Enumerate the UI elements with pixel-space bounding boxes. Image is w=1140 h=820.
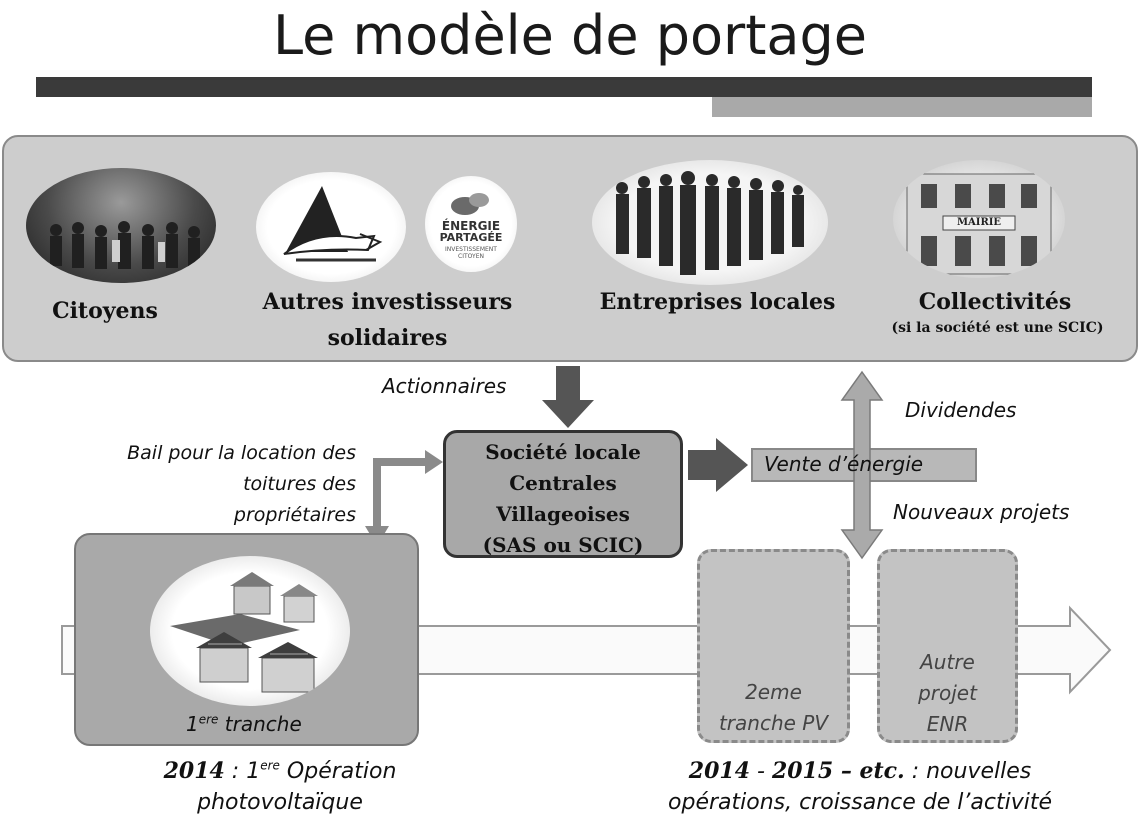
label-bail-1: Bail pour la location des: [127, 442, 356, 464]
caption-left-text: Opération: [279, 759, 397, 784]
citoyens-photo: [26, 168, 216, 283]
caption-right-y1: 2014: [688, 758, 750, 784]
autre-line2: projet: [918, 681, 977, 705]
logo-line3: INVESTISSEMENT: [445, 246, 497, 253]
tranche2-line2: tranche PV: [718, 711, 829, 735]
actionnaires-arrow: [542, 366, 594, 428]
tranche1-sup: ere: [198, 712, 219, 727]
societe-line2: Centrales: [509, 471, 617, 495]
autre-line1: Autre: [920, 650, 975, 674]
village-houses-image: [150, 556, 350, 706]
label-collectivites-note: (si la société est une SCIC): [891, 320, 1104, 336]
bail-arrow-head-right: [425, 450, 443, 474]
label-nouveaux-projets: Nouveaux projets: [893, 500, 1070, 524]
label-vente: Vente d’énergie: [764, 452, 924, 476]
societe-locale-box: Société locale Centrales Villageoises (S…: [443, 430, 683, 558]
page-title: Le modèle de portage: [273, 4, 867, 67]
autre-line3: ENR: [926, 712, 969, 736]
entreprises-photo: [592, 160, 828, 285]
societe-line4: (SAS ou SCIC): [482, 533, 644, 557]
label-investisseurs-1: Autres investisseurs: [262, 289, 513, 315]
logo-line2: PARTAGÉE: [439, 231, 503, 244]
caption-right-sep: -: [750, 759, 772, 784]
crowd-icon: [50, 221, 200, 269]
societe-line1: Société locale: [485, 440, 641, 464]
title-bar-dark: [36, 77, 1092, 97]
label-actionnaires: Actionnaires: [382, 374, 507, 398]
label-investisseurs-2: solidaires: [327, 325, 448, 351]
houses-icon: [170, 572, 318, 693]
triangle-logo-icon: [283, 186, 383, 262]
dividendes-double-arrow: [840, 370, 884, 560]
caption-right-text: : nouvelles: [904, 759, 1032, 784]
town-hall-icon: [906, 173, 1052, 275]
label-collectivites: Collectivités: [918, 289, 1072, 315]
caption-left-year: 2014: [163, 758, 225, 784]
label-entreprises: Entreprises locales: [599, 289, 836, 315]
caption-left-line2: photovoltaïque: [197, 790, 363, 815]
bail-arrow-line: [373, 458, 425, 532]
tranche2-line1: 2eme: [745, 680, 802, 704]
leaf-logo-icon: [451, 193, 489, 215]
label-citoyens: Citoyens: [52, 298, 158, 324]
tranche1-text: tranche: [218, 712, 302, 736]
mairie-photo: MAIRIE: [893, 160, 1065, 278]
caption-right-line2: opérations, croissance de l’activité: [668, 790, 1052, 815]
mairie-sign: MAIRIE: [956, 217, 1002, 228]
caption-right-line1: 2014 - 2015 – etc. : nouvelles: [625, 758, 1095, 784]
societe-line3: Villageoises: [496, 502, 630, 526]
title-bar-light: [712, 97, 1092, 117]
vente-arrow: [688, 438, 748, 492]
energie-partagee-logo: ÉNERGIE PARTAGÉE INVESTISSEMENT CITOYEN: [425, 176, 517, 272]
autre-projet-box: [877, 549, 1018, 743]
logo-line4: CITOYEN: [458, 253, 484, 260]
caption-right-y2: 2015 – etc.: [771, 758, 905, 784]
tranche1-label: 1ere tranche: [186, 712, 302, 736]
caption-left-sup: ere: [260, 758, 280, 773]
label-bail-2: toitures des: [243, 473, 356, 495]
label-dividendes: Dividendes: [905, 398, 1017, 422]
logo-line1: ÉNERGIE: [441, 219, 501, 233]
caption-left-line1: 2014 : 1ere Opération: [80, 758, 480, 784]
business-people-icon: [616, 171, 804, 275]
investisseurs-logo: [256, 172, 406, 282]
caption-left-sep: : 1: [224, 759, 261, 784]
tranche1-num: 1: [186, 712, 199, 736]
label-bail-3: propriétaires: [233, 504, 356, 526]
tranche2-box: [697, 549, 850, 743]
